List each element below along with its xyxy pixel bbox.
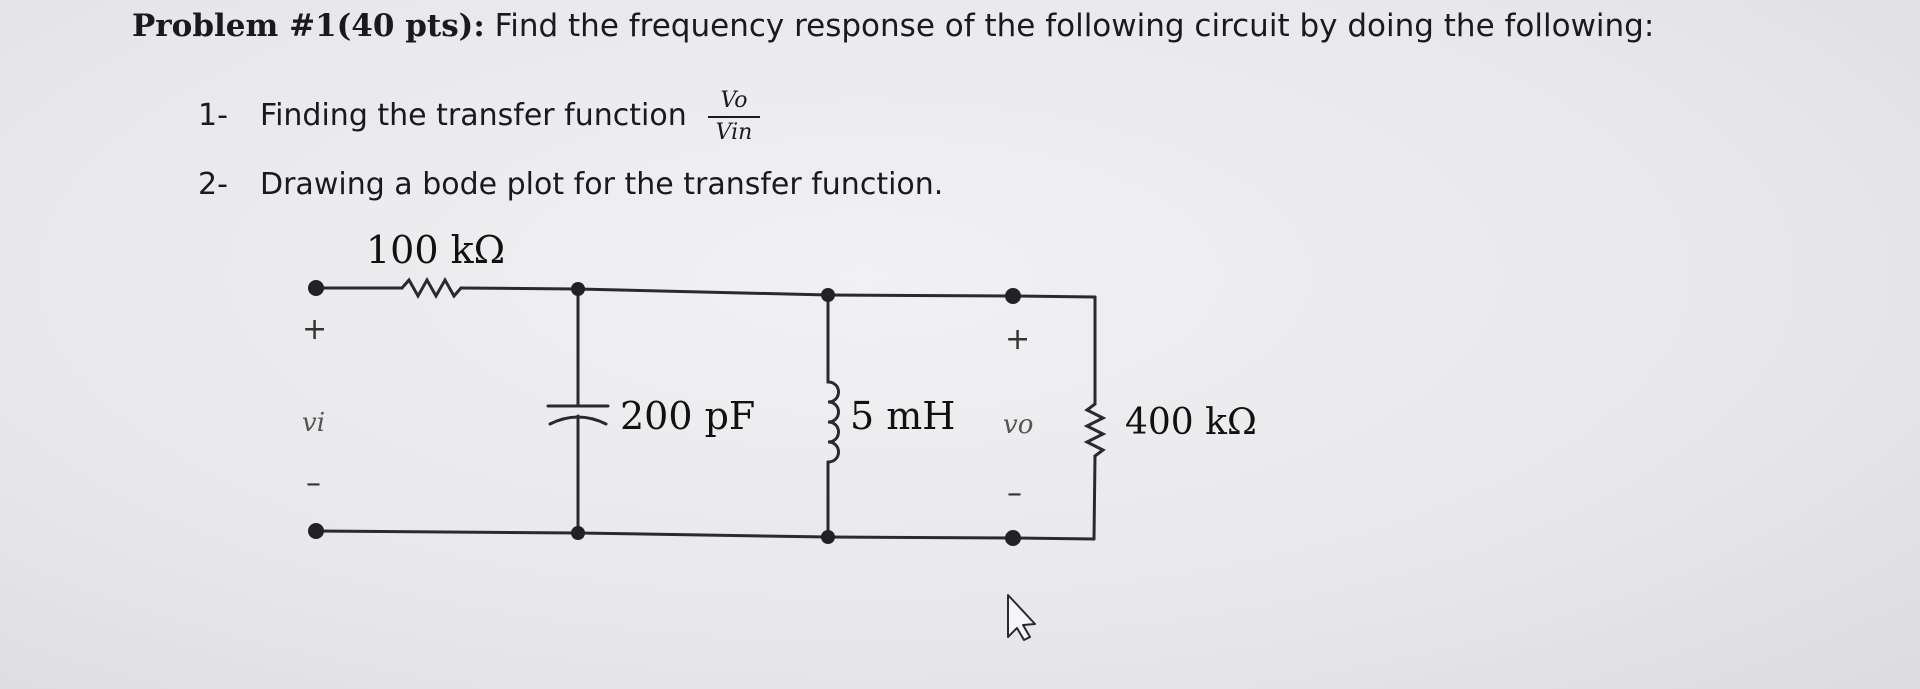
input-terminal-bottom (308, 523, 324, 539)
problem-title-text: Find the frequency response of the follo… (484, 8, 1655, 44)
output-minus-sign: – (1007, 476, 1022, 511)
problem-title-bold: Problem #1(40 pts): (132, 8, 485, 44)
bottom-wire (314, 529, 1096, 541)
output-plus-sign: + (1005, 322, 1031, 357)
mouse-cursor-icon (1007, 594, 1036, 641)
output-terminal-top (1005, 288, 1021, 304)
step-1-number: 1- (198, 98, 228, 133)
step-2: 2- Drawing a bode plot for the transfer f… (198, 167, 943, 202)
resistor-load-symbol (1083, 402, 1107, 458)
node-inductor-top (821, 288, 835, 302)
transfer-function-fraction: Vo Vin (708, 88, 760, 145)
right-wire-bottom (1092, 454, 1097, 541)
input-plus-sign: + (302, 312, 328, 347)
step-1-text: Finding the transfer function (260, 98, 687, 133)
problem-heading: Problem #1(40 pts): Find the frequency r… (132, 8, 1654, 44)
inductor-coil-symbol (826, 380, 840, 464)
top-wire-mid (459, 286, 1097, 299)
node-capacitor-top (571, 282, 585, 296)
load-resistor-label: 400 kΩ (1125, 402, 1257, 443)
resistor-series-symbol (400, 276, 463, 300)
output-voltage-label: vo (1003, 410, 1034, 440)
output-terminal-bottom (1005, 530, 1021, 546)
step-2-number: 2- (198, 167, 228, 202)
input-voltage-label: vi (302, 408, 326, 438)
fraction-numerator: Vo (720, 88, 748, 113)
node-inductor-bottom (821, 530, 835, 544)
series-resistor-label: 100 kΩ (366, 228, 506, 272)
node-capacitor-bottom (571, 526, 585, 540)
capacitor-label: 200 pF (620, 394, 756, 438)
step-1: 1- Finding the transfer function (198, 98, 687, 133)
fraction-bar (708, 116, 760, 118)
input-terminal-top (308, 280, 324, 296)
input-minus-sign: – (306, 466, 321, 501)
step-2-text: Drawing a bode plot for the transfer fun… (260, 167, 944, 202)
fraction-denominator: Vin (715, 120, 753, 145)
inductor-label: 5 mH (850, 394, 956, 438)
